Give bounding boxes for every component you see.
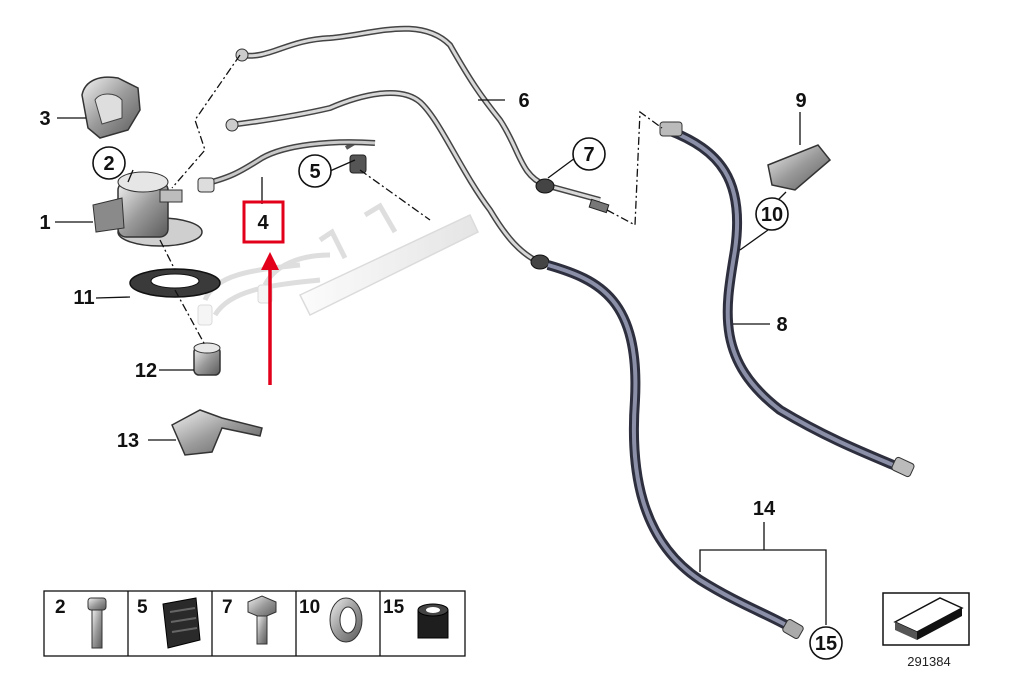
assembly-lines: [159, 54, 663, 346]
callout-13: 13: [117, 430, 139, 452]
thumbnail-strip: 2 5 7 10 15: [43, 590, 466, 657]
callout-3: 3: [39, 108, 50, 130]
thumb-label-15: 15: [383, 597, 405, 618]
callout-10: 10: [761, 204, 783, 226]
thumb-label-10: 10: [299, 597, 320, 618]
fuel-rail-ghost: [197, 202, 479, 326]
callout-9: 9: [795, 90, 806, 112]
highlight-annotation: [242, 200, 285, 385]
part-4-fuel-line: [197, 139, 376, 193]
callout-14: 14: [753, 498, 776, 520]
callout-1: 1: [39, 212, 50, 234]
callout-6: 6: [518, 90, 529, 112]
callout-circles: [92, 137, 843, 660]
part-14-flex-hose: [546, 260, 804, 639]
callout-4: 4: [257, 212, 269, 234]
part-12-sleeve: [193, 342, 221, 376]
direction-arrow-icon: [893, 597, 964, 640]
part-6-rigid-lines: [225, 25, 601, 268]
thumb-ring-icon: [417, 603, 449, 639]
part-1-high-pressure-pump: [92, 171, 203, 247]
callout-15: 15: [815, 633, 837, 655]
part-8-flex-hose-right: [659, 121, 915, 478]
callout-11: 11: [73, 287, 94, 309]
thumb-screw-icon: [87, 597, 107, 649]
callout-7: 7: [583, 144, 594, 166]
callout-8: 8: [776, 314, 787, 336]
part-13-bracket: [171, 409, 263, 456]
callout-5: 5: [309, 161, 320, 183]
leader-lines: [55, 99, 827, 625]
thumb-clip-icon: [329, 597, 363, 643]
orientation-box: 291384: [882, 592, 970, 669]
thumb-bolt-icon: [247, 595, 277, 645]
part-9-holder: [767, 144, 832, 191]
part-11-gasket: [129, 268, 221, 298]
diagram-id: 291384: [907, 654, 950, 669]
callout-12: 12: [135, 360, 157, 382]
callout-2: 2: [103, 153, 114, 175]
thumb-label-7: 7: [222, 597, 233, 618]
thumb-label-5: 5: [137, 597, 148, 618]
thumb-grommet-icon: [162, 597, 201, 649]
part-5-fitting: [344, 140, 367, 174]
part-3-pump-cover: [81, 76, 141, 139]
thumb-label-2: 2: [55, 597, 66, 618]
